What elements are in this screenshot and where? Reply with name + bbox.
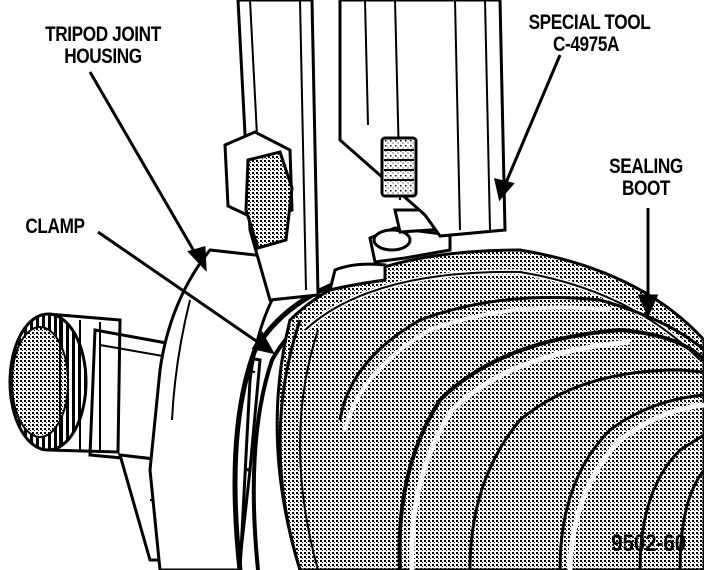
label-tool-line-2: C-4975A — [552, 33, 620, 56]
arrow-clamp — [251, 330, 275, 355]
label-clamp: CLAMP — [18, 216, 92, 238]
label-tool-line-1: SPECIAL TOOL — [528, 11, 651, 34]
label-special-tool: SPECIAL TOOL C-4975A — [528, 11, 651, 56]
arrow-sealing-boot — [637, 294, 659, 318]
label-tripod-joint-housing: TRIPOD JOINT HOUSING — [42, 24, 165, 68]
sealing-boot — [275, 248, 704, 570]
label-boot-line-2: BOOT — [621, 177, 671, 200]
arrow-tripod-housing — [187, 246, 207, 273]
arrow-special-tool — [494, 177, 515, 202]
label-tripod-line-2: HOUSING — [64, 45, 142, 68]
label-tripod-line-1: TRIPOD JOINT — [45, 23, 161, 46]
leader-clamp — [97, 230, 263, 347]
leader-tripod-housing — [88, 71, 200, 259]
leader-lines — [88, 54, 659, 355]
label-boot-line-1: SEALING — [609, 155, 683, 178]
leader-special-tool — [503, 54, 562, 186]
figure-id: 9502-60 — [611, 530, 686, 557]
label-sealing-boot: SEALING BOOT — [605, 156, 687, 200]
label-clamp-text: CLAMP — [25, 215, 85, 238]
special-tool — [223, 0, 507, 302]
